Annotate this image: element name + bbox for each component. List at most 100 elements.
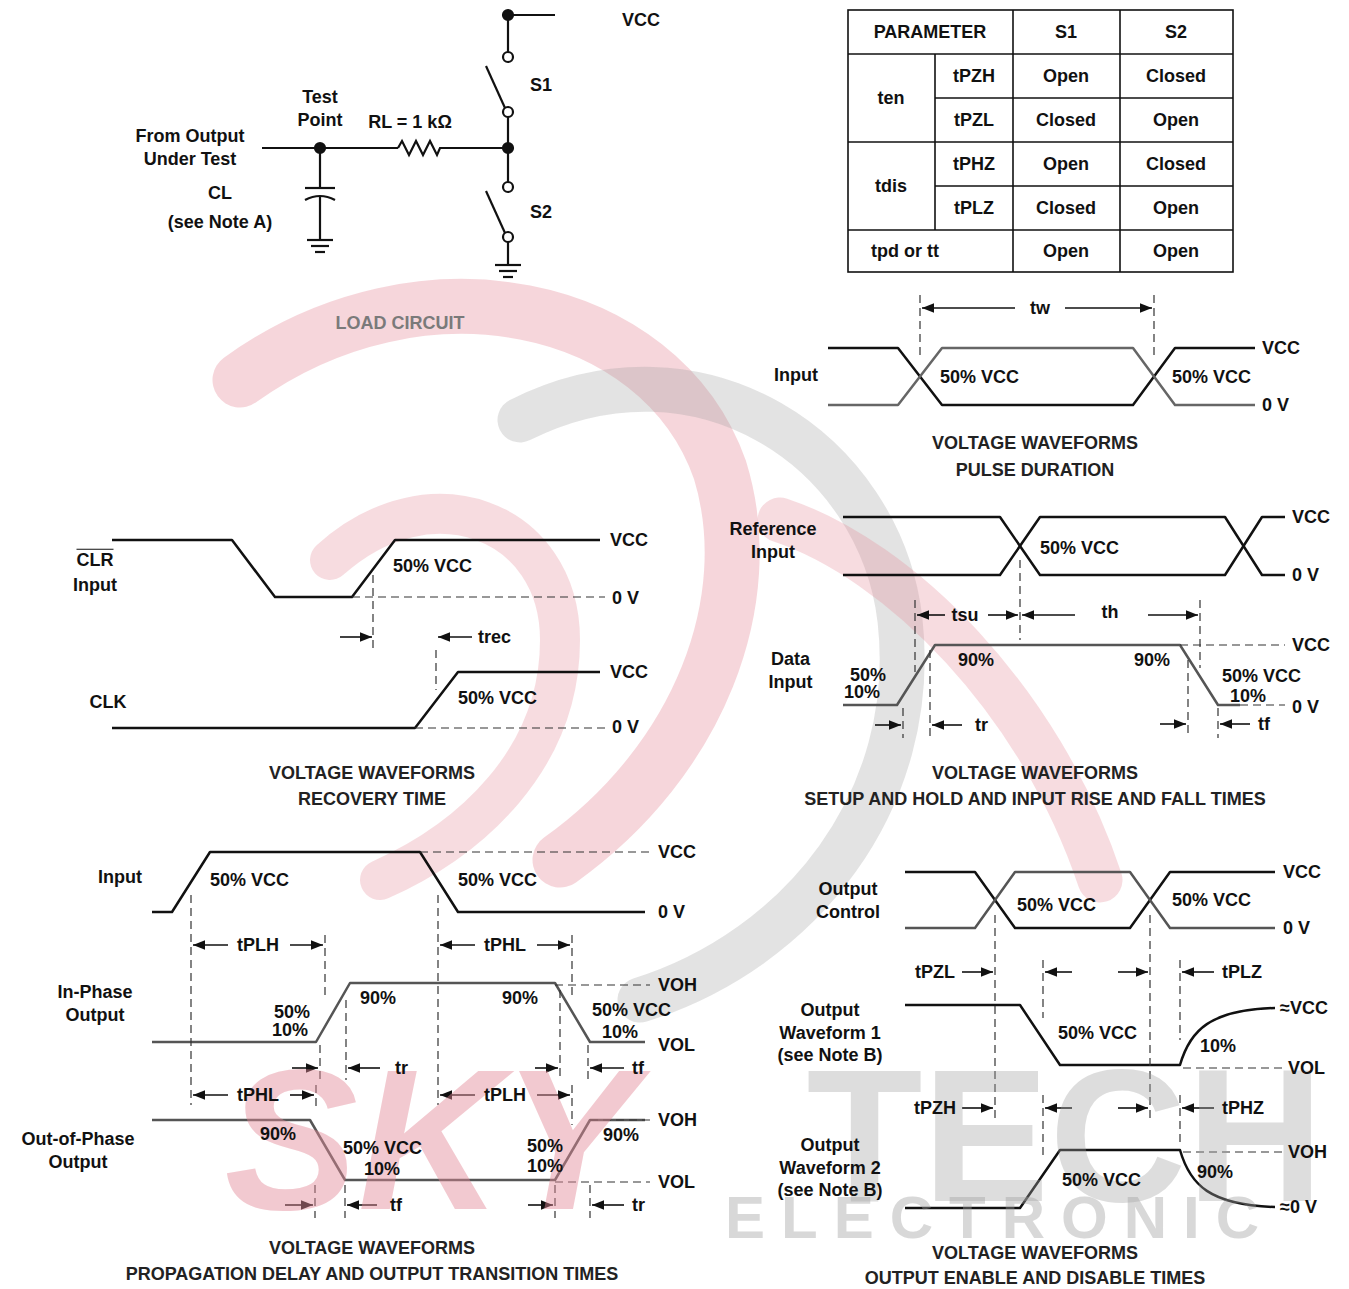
waveform <box>905 872 1275 928</box>
waveform-label: Output Waveform 1 (see Note B) <box>768 999 893 1067</box>
timing-arrow <box>193 1094 228 1096</box>
waveform <box>112 348 1285 1208</box>
reference-line <box>571 1085 572 1125</box>
signal-name: CLR <box>77 549 114 572</box>
waveform-label: 50% VCC <box>1222 665 1301 688</box>
waveform-label: 0 V <box>612 587 639 610</box>
waveform-label: 50% VCC <box>1062 1169 1141 1192</box>
waveform-label: Input <box>98 866 142 889</box>
waveform-label: tsu <box>952 604 979 627</box>
timing-arrow <box>1118 971 1148 973</box>
table-cell: Closed <box>1146 153 1206 176</box>
load-circuit <box>262 147 398 149</box>
parameter-table <box>1119 10 1121 272</box>
waveform-label: 90% <box>260 1123 296 1146</box>
load-circuit <box>503 182 513 192</box>
waveform-label: tPLZ <box>1222 961 1262 984</box>
waveform-label: Output Control <box>803 878 893 923</box>
waveform-label: 50% VCC <box>1040 537 1119 560</box>
watermark-swirl <box>520 389 902 1000</box>
load-circuit <box>398 141 508 155</box>
waveform-label: tf <box>390 1194 402 1217</box>
timing-arrow <box>1182 1107 1214 1109</box>
watermark-swirl <box>330 514 560 880</box>
parameter-table <box>1012 10 1014 272</box>
timing-arrow <box>1045 1107 1072 1109</box>
reference-line <box>1179 960 1180 1040</box>
waveform-label: tw <box>1030 297 1050 320</box>
reference-line <box>929 650 930 738</box>
reference-line <box>589 1185 590 1218</box>
table-cell: S2 <box>1165 21 1187 44</box>
reference-line <box>555 984 650 985</box>
waveform-label: CL <box>208 182 232 205</box>
waveform-label: VCC <box>610 661 648 684</box>
reference-line <box>319 1045 320 1080</box>
reference-line <box>559 990 560 1080</box>
waveform-label: VOL <box>1288 1057 1325 1080</box>
waveform-label: 10% <box>1200 1035 1236 1058</box>
load-circuit <box>503 276 513 278</box>
timing-arrow <box>440 1094 475 1096</box>
waveform-label: 90% <box>1134 649 1170 672</box>
reference-line <box>571 935 572 1000</box>
waveform-label: tPZH <box>914 1097 956 1120</box>
waveform-label: 0 V <box>1283 917 1310 940</box>
waveform-label: tr <box>632 1194 645 1217</box>
waveform-label: VCC <box>622 9 660 32</box>
parameter-table <box>848 141 1233 143</box>
waveform-label: VOH <box>1288 1141 1327 1164</box>
waveform-label: 50% VCC <box>1017 894 1096 917</box>
timing-arrow <box>1160 723 1186 725</box>
waveform-label: tPLH <box>484 1084 526 1107</box>
reference-line <box>415 727 605 728</box>
waveform-label: VOL <box>658 1034 695 1057</box>
table-cell: Closed <box>1146 65 1206 88</box>
load-circuit <box>507 148 509 182</box>
waveform-label: In-Phase Output <box>40 981 150 1026</box>
waveform-label: Input <box>774 364 818 387</box>
timing-arrow <box>590 1067 624 1069</box>
timing-arrow <box>440 944 475 946</box>
reference-line <box>587 1045 588 1080</box>
table-cell: Open <box>1153 240 1199 263</box>
load-circuit <box>262 10 555 277</box>
table-cell: Closed <box>1036 197 1096 220</box>
waveform <box>843 517 1285 575</box>
timing-arrow <box>193 308 1250 1205</box>
waveform-label: 10% <box>1230 685 1266 708</box>
waveform <box>905 1150 1275 1208</box>
timing-arrow <box>1220 723 1250 725</box>
table-cell: tpd or tt <box>871 240 939 263</box>
timing-arrow <box>537 1094 570 1096</box>
reference-line <box>1187 660 1188 738</box>
reference-line <box>420 851 650 852</box>
waveform-label: 10% <box>602 1021 638 1044</box>
load-circuit <box>486 191 505 233</box>
figure-caption: SETUP AND HOLD AND INPUT RISE AND FALL T… <box>804 788 1265 811</box>
waveform-label: 50% VCC <box>940 366 1019 389</box>
waveform-label: VCC <box>1292 506 1330 529</box>
waveform-label: tPZL <box>915 961 955 984</box>
waveform-label: 50% VCC <box>458 869 537 892</box>
waveform <box>905 1005 1275 1065</box>
waveform <box>843 645 1240 705</box>
waveform-label: RL = 1 kΩ <box>368 111 452 134</box>
timing-arrow <box>962 971 993 973</box>
timing-arrow <box>290 1094 314 1096</box>
waveform-label: th <box>1102 601 1119 624</box>
load-circuit <box>507 15 509 52</box>
timing-arrow <box>1118 1107 1148 1109</box>
load-circuit <box>508 14 555 16</box>
reference-line <box>1217 708 1218 738</box>
timing-arrow <box>340 636 372 638</box>
reference-line <box>324 935 325 995</box>
waveform-label: 90% <box>603 1124 639 1147</box>
waveform-label: 50% VCC <box>458 687 537 710</box>
timing-arrow <box>988 614 1018 616</box>
timing-arrow <box>535 1067 558 1069</box>
watermark: TECH <box>806 1040 1323 1230</box>
table-cell: Open <box>1043 65 1089 88</box>
waveform-label: 90% <box>1197 1161 1233 1184</box>
